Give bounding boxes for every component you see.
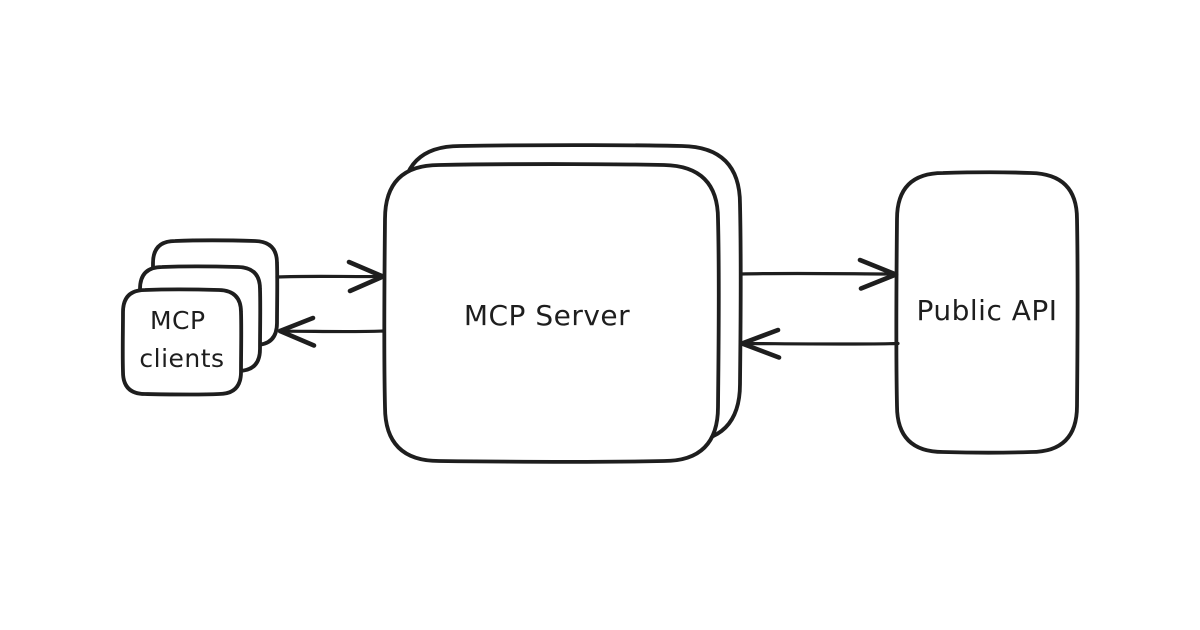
arrow-server-to-clients-line: [284, 329, 386, 334]
arrow-clients-to-server-head: [346, 259, 386, 294]
public-api-node: Public API: [894, 170, 1080, 455]
arrow-server-to-api: [739, 257, 899, 291]
mcp-clients-node: MCP clients: [120, 238, 280, 397]
arrow-server-to-clients: [277, 315, 386, 348]
public-api-label: Public API: [916, 294, 1057, 327]
arrow-clients-to-server-line: [275, 274, 381, 279]
mcp-server-label: MCP Server: [464, 299, 630, 332]
diagram-ink-group: MCP clients MCP Server Public API: [120, 143, 1080, 464]
public-api-box: [894, 170, 1080, 455]
mcp-server-node: MCP Server: [382, 143, 743, 464]
arrow-server-to-api-line: [739, 271, 893, 276]
arrow-server-to-api-head: [857, 257, 899, 291]
arrow-api-to-server-head: [739, 327, 782, 360]
client-box-front: [120, 287, 244, 397]
arrow-api-to-server: [739, 327, 900, 360]
arrow-api-to-server-line: [746, 341, 900, 346]
arrow-clients-to-server: [275, 259, 386, 294]
mcp-clients-label: MCP clients: [139, 306, 224, 373]
server-box-front: [382, 162, 721, 464]
arrow-server-to-clients-head: [277, 315, 317, 348]
